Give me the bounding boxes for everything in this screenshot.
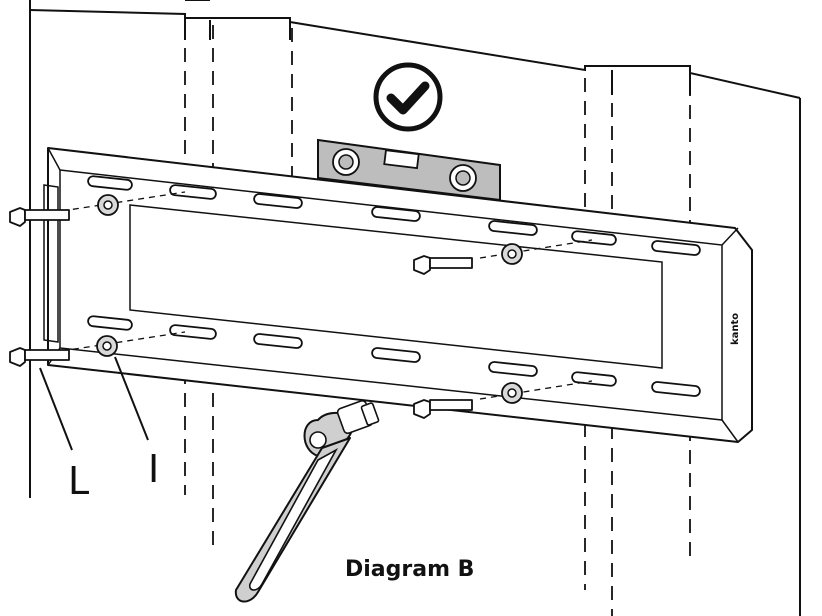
bolt-part-label: L (68, 459, 89, 503)
bolt-washer-top-left (9, 191, 186, 227)
part-leaders (39, 356, 149, 451)
wall-bracket: kanto (43, 147, 753, 443)
washer-part-label: I (148, 447, 159, 491)
socket-wrench-icon (234, 399, 380, 603)
bracket-brand-label: kanto (730, 313, 741, 345)
bolt-washer-bottom-right (413, 380, 593, 419)
bracket-slots-bottom (87, 315, 701, 397)
bolt-washer-bottom-left (9, 331, 186, 367)
bolt-washer-top-right (413, 239, 593, 275)
check-circle-icon (373, 62, 443, 132)
diagram-caption: Diagram B (345, 557, 474, 582)
bracket-slots-top (87, 175, 701, 256)
wall-panel (29, 0, 801, 616)
